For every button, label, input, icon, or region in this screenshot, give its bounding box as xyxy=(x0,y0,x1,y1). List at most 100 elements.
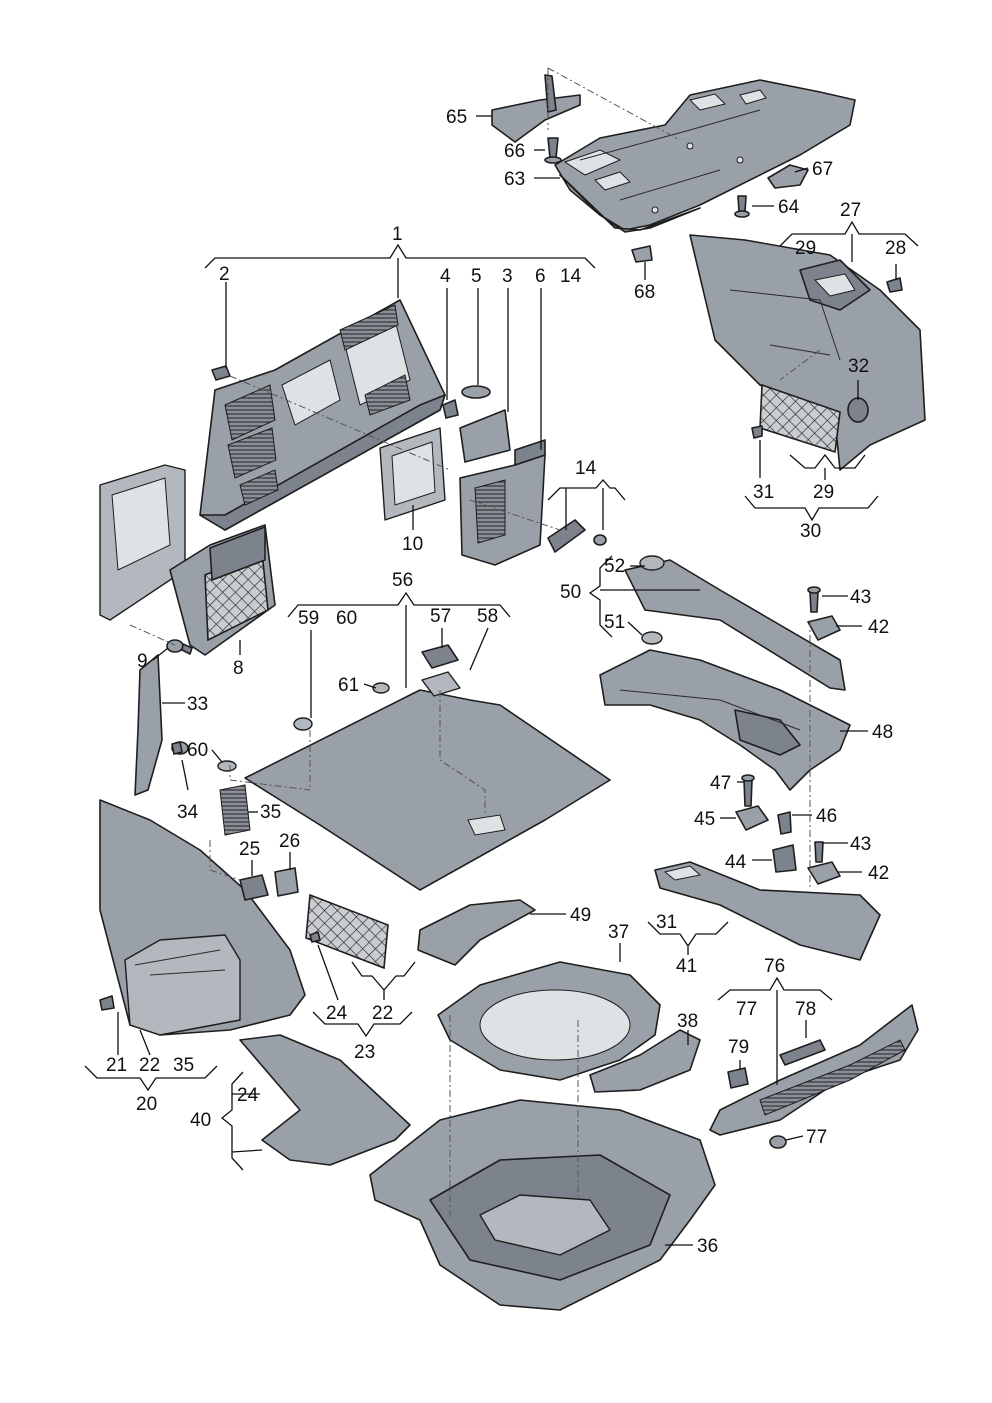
callout-42-top: 42 xyxy=(868,617,889,638)
part-4-clip xyxy=(442,399,459,419)
part-25-socket xyxy=(239,874,269,901)
callout-14-top: 14 xyxy=(560,266,582,287)
callout-34: 34 xyxy=(177,802,199,823)
part-63-floor-cover xyxy=(554,79,856,233)
part-6-vent-cover xyxy=(459,439,546,566)
part-5-cap xyxy=(461,385,491,399)
callout-43-top: 43 xyxy=(850,587,871,608)
part-14-cover xyxy=(547,519,607,553)
callout-49: 49 xyxy=(570,905,591,926)
part-42-bracket xyxy=(807,615,841,641)
callout-50: 50 xyxy=(560,582,581,603)
callout-77-top: 77 xyxy=(736,999,757,1020)
callout-4: 4 xyxy=(440,266,451,287)
callout-42: 42 xyxy=(868,863,889,884)
callout-67: 67 xyxy=(812,159,833,180)
callout-10: 10 xyxy=(402,534,423,555)
callout-30: 30 xyxy=(800,521,821,542)
callout-32: 32 xyxy=(848,356,869,377)
callout-38: 38 xyxy=(677,1011,698,1032)
callout-47: 47 xyxy=(710,773,731,794)
callout-8: 8 xyxy=(233,658,244,679)
callout-35: 35 xyxy=(260,802,281,823)
callout-76: 76 xyxy=(764,956,785,977)
part-58-frame xyxy=(421,671,461,697)
part-40-trim-panel xyxy=(239,1034,411,1166)
part-24-hook xyxy=(309,931,321,943)
callout-27: 27 xyxy=(840,200,861,221)
callout-58: 58 xyxy=(477,606,498,627)
part-47-screw xyxy=(741,774,755,807)
part-57-cap xyxy=(421,644,459,669)
callout-29: 29 xyxy=(813,482,834,503)
part-22-net xyxy=(305,893,389,970)
part-49-cover xyxy=(417,899,536,966)
callout-59: 59 xyxy=(298,608,319,629)
callout-65: 65 xyxy=(446,107,467,128)
callout-44: 44 xyxy=(725,852,747,873)
part-48-trim-bracket xyxy=(599,649,851,791)
callout-1: 1 xyxy=(392,224,403,245)
part-43-screw-lower xyxy=(814,841,824,863)
callout-57: 57 xyxy=(430,606,451,627)
callout-25: 25 xyxy=(239,839,260,860)
callout-64: 64 xyxy=(778,197,800,218)
part-66-clip xyxy=(544,137,562,164)
part-78-strip xyxy=(779,1039,826,1066)
callout-52: 52 xyxy=(604,556,625,577)
part-34-screw xyxy=(171,741,189,755)
callout-23: 23 xyxy=(354,1042,375,1063)
callout-40: 40 xyxy=(190,1110,211,1131)
part-32-knob xyxy=(847,397,869,423)
callout-45: 45 xyxy=(694,809,715,830)
callout-9: 9 xyxy=(137,651,148,672)
callout-61: 61 xyxy=(338,675,359,696)
part-9-screw xyxy=(166,639,193,655)
part-21-clip xyxy=(99,995,115,1011)
callout-46: 46 xyxy=(816,806,837,827)
part-10-frame xyxy=(379,427,446,521)
callout-3: 3 xyxy=(502,266,513,287)
callout-51: 51 xyxy=(604,612,625,633)
callout-66: 66 xyxy=(504,141,525,162)
part-76-sill-trim xyxy=(709,1004,919,1136)
part-44-clip xyxy=(772,844,797,873)
callout-77: 77 xyxy=(806,1127,827,1148)
part-33-trim-strip xyxy=(134,654,163,796)
part-60-grommet xyxy=(217,760,237,772)
callout-28: 28 xyxy=(885,238,906,259)
part-43-screw xyxy=(807,586,821,613)
callout-2: 2 xyxy=(219,264,230,285)
part-20-side-trim-left xyxy=(99,799,306,1036)
callout-33: 33 xyxy=(187,694,208,715)
callout-60-top: 60 xyxy=(336,608,357,629)
callout-29-top: 29 xyxy=(795,238,816,259)
part-38-insert xyxy=(589,1029,701,1093)
callout-31-top: 31 xyxy=(753,482,774,503)
callout-31: 31 xyxy=(656,912,677,933)
callout-63: 63 xyxy=(504,169,525,190)
part-31-screw xyxy=(751,425,763,439)
callout-labels: 1 2 4 5 3 6 14 10 14 8 9 65 66 63 67 64 … xyxy=(106,107,906,1257)
callout-68: 68 xyxy=(634,282,655,303)
callout-26: 26 xyxy=(279,831,300,852)
callout-14: 14 xyxy=(575,458,597,479)
callout-36: 36 xyxy=(697,1236,718,1257)
part-64-screw xyxy=(734,195,750,218)
callout-78: 78 xyxy=(795,999,816,1020)
assembly-lines xyxy=(129,67,821,1220)
part-42-bracket-lower xyxy=(807,861,841,885)
part-3-cover xyxy=(459,409,511,463)
callout-22: 22 xyxy=(372,1003,393,1024)
part-46-screw xyxy=(777,811,792,835)
callout-48: 48 xyxy=(872,722,893,743)
part-65-bracket xyxy=(491,74,581,143)
callout-20: 20 xyxy=(136,1094,157,1115)
part-79-clip xyxy=(727,1067,749,1089)
callout-56: 56 xyxy=(392,570,413,591)
callout-60: 60 xyxy=(187,740,208,761)
part-59-grommet xyxy=(293,717,313,731)
callout-24-bottom: 24 xyxy=(237,1085,259,1106)
callout-5: 5 xyxy=(471,266,482,287)
